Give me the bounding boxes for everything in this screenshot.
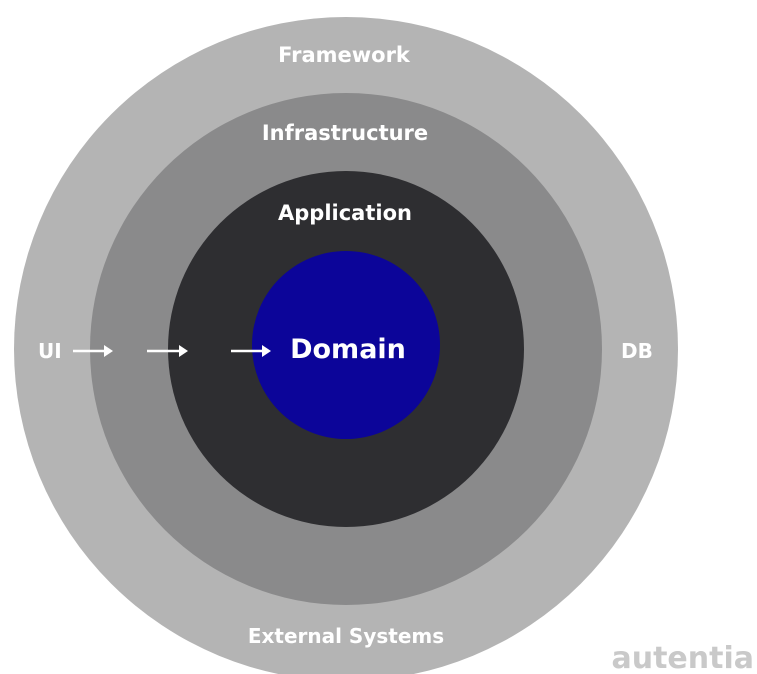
db-label: DB [621, 339, 653, 363]
autentia-logo: autentia [611, 641, 754, 674]
domain-core [252, 251, 440, 439]
arrow-icon [73, 345, 113, 357]
infrastructure-label: Infrastructure [262, 121, 428, 145]
application-label: Application [278, 201, 412, 225]
arrow-icon [147, 345, 188, 357]
ui-label: UI [38, 339, 62, 363]
arrow-icon [231, 345, 271, 357]
framework-label: Framework [278, 43, 411, 67]
domain-label: Domain [290, 334, 406, 365]
external-systems-label: External Systems [248, 624, 444, 648]
